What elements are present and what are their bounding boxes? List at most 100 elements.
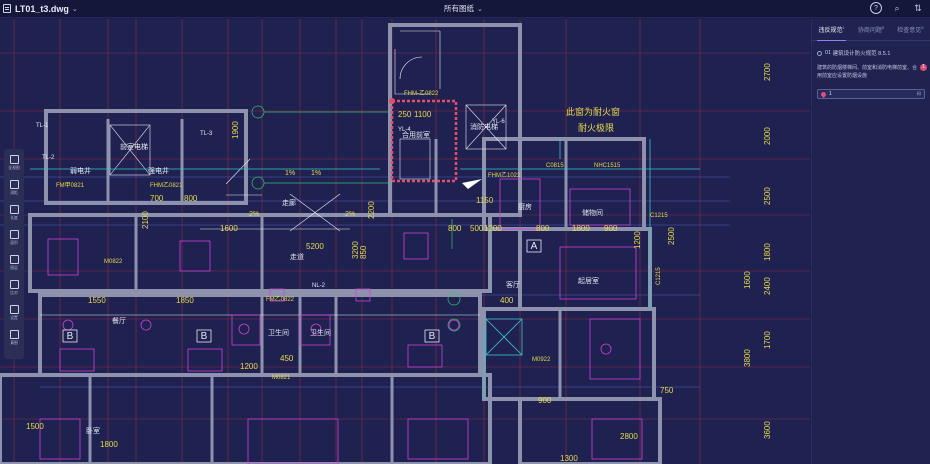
dimension-label: 1300 (560, 454, 578, 463)
code-label: M0922 (532, 357, 551, 363)
help-icon[interactable]: ? (870, 2, 882, 14)
rule-title: 建筑设计防火规范 8.5.1 (832, 51, 891, 57)
room-label: 合用前室 (402, 130, 430, 139)
tab-review[interactable]: 检查意见0 (891, 25, 930, 40)
file-selector[interactable]: LT01_t3.dwg ⌄ (0, 0, 78, 18)
collapse-icon[interactable]: ⊟ (916, 91, 921, 97)
dimension-label: 750 (660, 386, 674, 395)
home-icon (9, 155, 19, 164)
pipe-label: YL-4 (398, 127, 411, 133)
pipe-label: TL-3 (200, 131, 213, 137)
toolbar-item-label: 比对 (10, 291, 18, 295)
dimension-label: 1800 (572, 224, 590, 233)
dimension-label: 800 (448, 224, 462, 233)
toolbar-item-5[interactable]: 比对 (4, 278, 24, 303)
toolbar-item-6[interactable]: 设置 (4, 303, 24, 328)
violation-pin-icon[interactable] (389, 98, 395, 104)
room-label: 消防电梯 (470, 122, 498, 131)
settings-icon (9, 305, 19, 314)
rule-header[interactable]: 01 建筑设计防火规范 8.5.1 (817, 49, 925, 57)
tab-review-label: 检查意见 (897, 28, 922, 34)
dimension-label: 2500 (763, 187, 772, 205)
layer-icon (9, 255, 19, 264)
toolbar-item-2[interactable]: 长度 (4, 203, 24, 228)
toolbar-item-1[interactable]: 测距 (4, 178, 24, 203)
file-name: LT01_t3.dwg (15, 3, 69, 14)
code-label: M0821 (272, 375, 291, 381)
dimension-label: 2800 (620, 432, 638, 441)
dimension-label: 1200 (633, 231, 642, 249)
toolbar-item-label: 设置 (10, 316, 18, 320)
annotation-line-2: 耐火极限 (578, 122, 614, 133)
code-label: FHM乙0821 (150, 182, 183, 189)
unit-marker: B (67, 331, 74, 342)
toolbar-item-4[interactable]: 图层 (4, 253, 24, 278)
dimension-label: 2200 (367, 201, 376, 219)
pointer-arrow-icon (462, 179, 482, 189)
toolbar-item-label: 真图 (10, 341, 18, 345)
room-label: 卫生间 (268, 328, 289, 337)
tab-review-count: 0 (921, 25, 924, 30)
dimension-label: 250 (398, 110, 412, 119)
room-label: 起居室 (578, 276, 599, 285)
dimension-label: 900 (538, 396, 552, 405)
left-toolbar: 全视图测距长度面积图层比对设置真图 (4, 149, 24, 359)
code-label: FHM乙1022 (488, 172, 521, 179)
panel-tabs: 违反规范1 协商问题0 检查意见0 (812, 19, 930, 41)
axis-grid (0, 19, 810, 464)
pipe-label: TL-2 (42, 155, 55, 161)
dimension-label: 3200 (351, 241, 360, 259)
pipe-label: NL-2 (312, 283, 326, 289)
dimension-label: 450 (280, 354, 294, 363)
sort-icon[interactable]: ⇅ (914, 2, 922, 13)
dimension-label: 1800 (100, 440, 118, 449)
pipe-label: TL-1 (36, 123, 49, 129)
pipe-labels: TL-1TL-2TL-3YL-4YL-6NL-2 (36, 119, 505, 289)
code-label: FM乙0822 (266, 296, 295, 303)
dimension-label: 1100 (414, 110, 432, 119)
code-label: M0822 (104, 259, 123, 265)
dimension-label: 1500 (26, 422, 44, 431)
dimension-label: 400 (500, 296, 514, 305)
dimension-label: 5200 (306, 242, 324, 251)
file-icon (3, 4, 11, 13)
search-doc-icon[interactable]: ⌕ (894, 2, 900, 13)
room-label: 弱电井 (70, 166, 91, 175)
toolbar-item-label: 面积 (10, 241, 18, 245)
unit-marker: 1% (311, 170, 321, 177)
issue-item[interactable]: 1 ⊟ (817, 89, 925, 99)
tab-violations[interactable]: 违反规范1 (812, 25, 851, 41)
room-label: 前室电梯 (120, 142, 148, 151)
tab-negotiation[interactable]: 协商问题0 (851, 25, 890, 40)
dimension-label: 800 (536, 224, 550, 233)
compare-icon (9, 280, 19, 289)
violation-highlight[interactable] (390, 99, 458, 183)
code-label: C0815 (546, 163, 564, 169)
toolbar-item-0[interactable]: 全视图 (4, 153, 24, 178)
walls (0, 23, 662, 464)
room-label: 卧室 (86, 426, 100, 435)
dimension-label: 2000 (763, 127, 772, 145)
unit-marker-box (424, 329, 440, 343)
rule-number-badge (817, 50, 822, 56)
annotation-line-1: 此窗为耐火窗 (566, 106, 620, 117)
toolbar-item-7[interactable]: 真图 (4, 328, 24, 353)
dimension-label: 1600 (743, 271, 752, 289)
room-labels: 前室电梯消防电梯合用前室卧室起居室厨房卫生间餐厅储物间走廊弱电井强电井卫生间走道… (70, 122, 603, 435)
toolbar-item-3[interactable]: 面积 (4, 228, 24, 253)
code-label: C1215 (650, 213, 668, 219)
dimension-label: 500 (470, 224, 484, 233)
drawing-dropdown[interactable]: 所有图纸 ⌄ (444, 3, 483, 14)
dimension-label: 3800 (743, 349, 752, 367)
dimension-label: 1700 (763, 331, 772, 349)
dimension-label: 1200 (240, 362, 258, 371)
dimension-label: 1850 (176, 296, 194, 305)
toolbar-item-label: 测距 (10, 191, 18, 195)
top-bar: LT01_t3.dwg ⌄ 所有图纸 ⌄ ? ⌕ ⇅ (0, 0, 930, 18)
measure-icon (9, 180, 19, 189)
view-icon (9, 330, 19, 339)
